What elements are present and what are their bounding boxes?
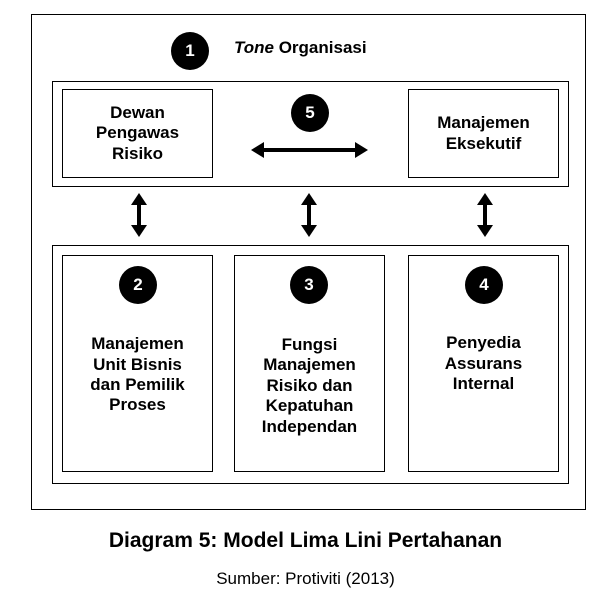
- diagram-source: Sumber: Protiviti (2013): [216, 569, 395, 588]
- top-container: [52, 81, 569, 187]
- badge-3: 3: [290, 266, 328, 304]
- box-dewan-pengawas-risiko: Dewan Pengawas Risiko: [62, 89, 213, 178]
- diagram-caption: Diagram 5: Model Lima Lini Pertahanan: [108, 529, 503, 552]
- bottom-container: [52, 245, 569, 484]
- box-line-2: [62, 255, 213, 472]
- vertical-double-arrow-center: [301, 193, 317, 237]
- badge-5: 5: [291, 94, 329, 132]
- vertical-double-arrow-left: [131, 193, 147, 237]
- badge-4: 4: [465, 266, 503, 304]
- horizontal-double-arrow: [251, 142, 368, 158]
- label-manajemen-unit-bisnis: Manajemen Unit Bisnis dan Pemilik Proses: [90, 334, 185, 415]
- vertical-double-arrow-right: [477, 193, 493, 237]
- tone-title-rest: Organisasi: [273, 38, 367, 57]
- box-line-4: [408, 255, 559, 472]
- badge-2: 2: [119, 266, 157, 304]
- tone-title: Tone Organisasi: [234, 38, 367, 58]
- box-manajemen-eksekutif: Manajemen Eksekutif: [408, 89, 559, 178]
- tone-title-italic: Tone: [234, 38, 274, 57]
- label-penyedia-assurans-internal: Penyedia Assurans Internal: [444, 333, 523, 394]
- label-fungsi-manajemen-risiko: Fungsi Manajemen Risiko dan Kepatuhan In…: [261, 335, 358, 436]
- box-line-3: [234, 255, 385, 472]
- diagram-frame: [31, 14, 586, 510]
- badge-1: 1: [171, 32, 209, 70]
